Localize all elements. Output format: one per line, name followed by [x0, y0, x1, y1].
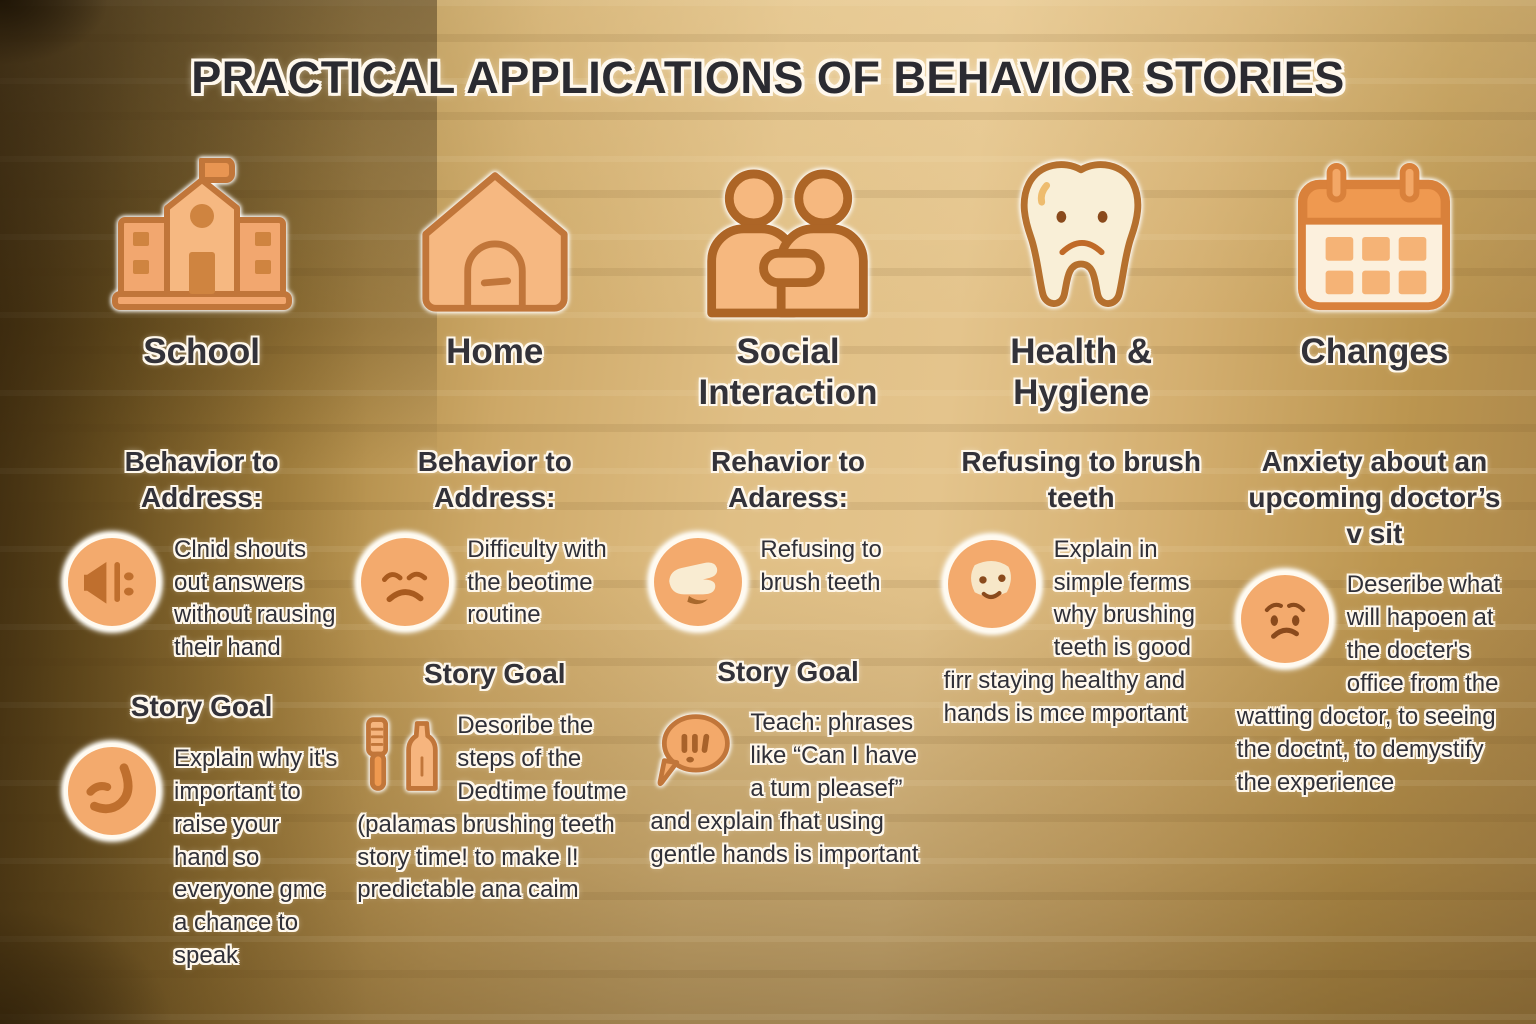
column-home: Home Behavior to Address: Difficulty wit…	[353, 146, 636, 973]
smiley-face-icon	[943, 535, 1040, 632]
section-text: Refusing to brush teeth	[760, 535, 882, 596]
column-title: Social Interaction	[698, 332, 878, 412]
section-heading: Behavior to Address:	[417, 446, 572, 513]
column-title: Changes	[1300, 332, 1449, 371]
section-heading: Story Goal	[423, 658, 566, 690]
two-people-icon	[695, 146, 881, 318]
section-story-goal: Story Goal	[357, 632, 632, 907]
section-heading: Anxiety about an upcoming doctor’s v sit	[1248, 446, 1501, 549]
columns-grid: School Behavior to Address: Clnid shouts…	[60, 146, 1516, 973]
column-title: School	[143, 332, 260, 371]
section-behavior: Behavior to Address: Clnid shouts out an…	[64, 420, 339, 665]
school-building-icon	[107, 146, 297, 318]
column-title: Health & Hygiene	[1010, 332, 1153, 412]
section-story-goal: Story Goal Teach: phrases like “C	[650, 630, 925, 872]
column-social-interaction: Social Interaction Rehavior to Adaress: …	[646, 146, 929, 973]
toothbrush-bottle-icon	[357, 712, 443, 798]
section-text: Explain why it's important to raise your…	[174, 744, 338, 970]
section-text: Difficulty with the beotime routine	[467, 535, 607, 629]
column-title: Home	[446, 332, 544, 371]
page-title: PRACTICAL APPLICATIONS OF BEHAVIOR STORI…	[191, 52, 1345, 103]
column-health-hygiene: Health & Hygiene Refusing to brush teeth…	[940, 146, 1223, 973]
section-behavior: Behavior to Address: Difficulty with the…	[357, 420, 632, 632]
section-text: Desoribe the steps of the Dedtime foutme…	[357, 712, 627, 904]
open-hand-icon	[650, 533, 747, 630]
section-text: Clnid shouts out answers without rausing…	[174, 535, 336, 662]
sad-tooth-icon	[1006, 146, 1156, 318]
column-changes: Changes Anxiety about an upcoming doctor…	[1233, 146, 1516, 973]
section-text: Explain in simple ferms why brushing tee…	[943, 535, 1196, 728]
worried-face-icon	[1236, 571, 1333, 668]
section-text: Deseribe what will hapoen at the docter'…	[1236, 571, 1501, 796]
section-behavior: Anxiety about an upcoming doctor’s v sit…	[1236, 420, 1512, 800]
speech-bubble-icon	[650, 709, 736, 795]
section-behavior: Refusing to brush teeth Explain in simpl…	[943, 420, 1219, 731]
column-school: School Behavior to Address: Clnid shouts…	[60, 146, 343, 973]
section-story-goal: Story Goal Explain why it's important to…	[64, 665, 339, 973]
speaker-icon	[64, 533, 160, 630]
section-heading: Behavior to Address:	[124, 446, 279, 513]
house-icon	[410, 146, 580, 318]
raised-hand-icon	[64, 742, 160, 839]
section-heading: Rehavior to Adaress:	[710, 446, 865, 513]
calendar-icon	[1290, 146, 1458, 318]
sad-face-icon	[357, 533, 454, 630]
section-heading: Story Goal	[717, 655, 859, 687]
section-behavior: Rehavior to Adaress: Refusing to brush t…	[650, 420, 925, 630]
section-heading: Story Goal	[130, 691, 273, 723]
section-heading: Refusing to brush teeth	[961, 446, 1201, 513]
section-text: Teach: phrases like “Can I have a tum pl…	[650, 709, 919, 868]
